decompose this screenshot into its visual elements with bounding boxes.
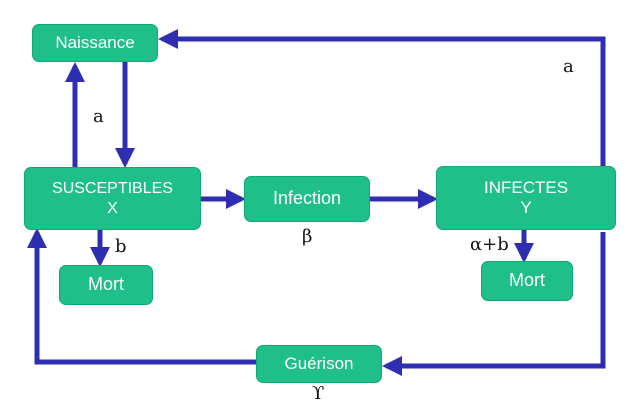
label-rate-a-infectes: a bbox=[563, 56, 574, 77]
node-infection: Infection bbox=[244, 176, 370, 222]
node-mort-susceptibles-label: Mort bbox=[88, 274, 124, 295]
node-susceptibles: SUSCEPTIBLES X bbox=[24, 167, 201, 230]
label-rate-alpha-b: α+b bbox=[470, 234, 509, 255]
node-naissance: Naissance bbox=[32, 24, 158, 62]
node-mort-susceptibles: Mort bbox=[59, 265, 153, 305]
node-mort-infectes-label: Mort bbox=[509, 270, 545, 291]
node-susceptibles-variable: X bbox=[107, 199, 118, 217]
node-guerison: Guérison bbox=[256, 345, 382, 383]
node-infection-label: Infection bbox=[272, 188, 342, 209]
label-rate-b: b bbox=[115, 236, 127, 257]
arrow-infectes-to-naissance bbox=[158, 29, 606, 166]
arrow-guerison-to-susceptibles bbox=[27, 228, 256, 365]
label-rate-beta: β bbox=[302, 226, 313, 247]
node-infectes-label: INFECTES bbox=[483, 177, 569, 197]
node-naissance-label: Naissance bbox=[55, 32, 135, 52]
node-guerison-label: Guérison bbox=[284, 353, 354, 373]
node-susceptibles-label: SUSCEPTIBLES bbox=[52, 180, 173, 198]
label-rate-a-birth: a bbox=[93, 106, 104, 127]
node-mort-infectes: Mort bbox=[481, 261, 573, 301]
node-infectes-variable: Y bbox=[520, 198, 532, 217]
label-rate-gamma: ϒ bbox=[312, 383, 325, 404]
arrow-infectes-to-guerison bbox=[382, 232, 606, 376]
node-infectes: INFECTES Y bbox=[436, 166, 616, 230]
